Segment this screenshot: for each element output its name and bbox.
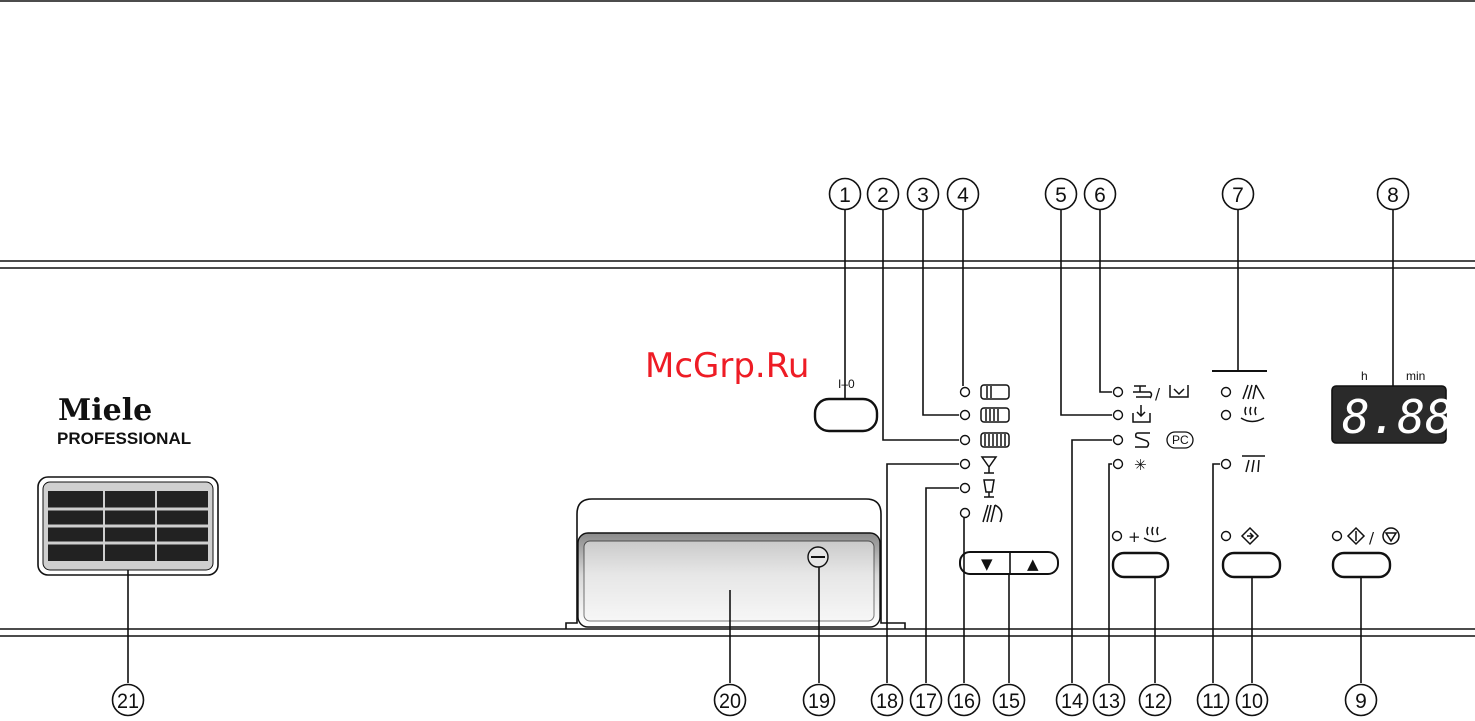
- tank-icon: [1170, 385, 1188, 397]
- stop-icon: [1383, 528, 1399, 544]
- svg-text:11: 11: [1202, 690, 1224, 713]
- compartment-flap[interactable]: [566, 499, 905, 629]
- callout-1: 1: [830, 179, 861, 210]
- callout-10: 10: [1237, 685, 1268, 716]
- rinse-icon: [1242, 456, 1265, 472]
- arrow-up-icon: ▲: [1027, 555, 1039, 573]
- callout-19: 19: [804, 685, 835, 716]
- svg-text:18: 18: [876, 690, 898, 713]
- callout-6: 6: [1085, 179, 1116, 210]
- svg-text:12: 12: [1144, 690, 1166, 713]
- svg-text:14: 14: [1061, 690, 1083, 713]
- led-program-3: [961, 411, 970, 420]
- callout-11: 11: [1198, 685, 1229, 716]
- medium-load-icon: [981, 408, 1009, 422]
- salt-icon: [1135, 433, 1150, 447]
- svg-text:19: 19: [808, 690, 830, 713]
- vent-grille: [38, 477, 218, 575]
- callout-18: 18: [872, 685, 903, 716]
- callout-16: 16: [949, 685, 980, 716]
- svg-text:5: 5: [1055, 184, 1067, 207]
- steam-icon: [1241, 407, 1264, 422]
- svg-text:20: 20: [719, 690, 741, 713]
- led-program-18: [961, 460, 970, 469]
- brand-logo: Miele: [58, 393, 152, 428]
- pc-label: PC: [1172, 433, 1189, 447]
- led-drying-2: [1222, 411, 1231, 420]
- led-start-stop: [1333, 532, 1342, 541]
- svg-text:17: 17: [915, 690, 937, 713]
- arrow-down-icon: ▼: [981, 555, 993, 573]
- callout-3: 3: [908, 179, 939, 210]
- power-label: I–0: [838, 377, 855, 391]
- minutes-label: min: [1406, 369, 1425, 383]
- power-button[interactable]: [815, 399, 877, 431]
- led-water-5: [1114, 411, 1123, 420]
- delay-start-button[interactable]: [1223, 553, 1280, 577]
- svg-text:4: 4: [957, 184, 969, 207]
- snowflake-icon: ✳: [1134, 456, 1147, 474]
- svg-text:21: 21: [117, 690, 139, 713]
- led-extra-dry: [1113, 532, 1122, 541]
- flap-release-button[interactable]: [808, 547, 828, 567]
- hours-label: h: [1361, 369, 1368, 383]
- led-program-4: [961, 388, 970, 397]
- callout-20: 20: [715, 685, 746, 716]
- heavy-load-icon: [981, 433, 1009, 447]
- callout-17: 17: [911, 685, 942, 716]
- svg-text:13: 13: [1098, 690, 1120, 713]
- callout-12: 12: [1140, 685, 1171, 716]
- led-spray-11: [1222, 460, 1231, 469]
- tap-icon: [1133, 386, 1152, 398]
- spray-glass-icon: [983, 505, 1002, 522]
- svg-text:9: 9: [1355, 690, 1367, 713]
- led-program-17: [961, 484, 970, 493]
- callout-13: 13: [1094, 685, 1125, 716]
- svg-text:16: 16: [953, 690, 975, 713]
- callout-15: 15: [994, 685, 1025, 716]
- svg-text:3: 3: [917, 184, 929, 207]
- time-display-value: 8.88: [1342, 390, 1453, 444]
- light-load-icon: [981, 385, 1009, 399]
- led-program-2: [961, 436, 970, 445]
- slash-1: /: [1155, 385, 1161, 403]
- led-program-16: [961, 509, 970, 518]
- callout-21: 21: [113, 685, 144, 716]
- led-drying-1: [1222, 388, 1231, 397]
- led-delay-start: [1222, 532, 1231, 541]
- led-cool-13: [1114, 460, 1123, 469]
- callout-8: 8: [1378, 179, 1409, 210]
- wine-glass-icon: [982, 457, 996, 473]
- svg-text:10: 10: [1241, 690, 1263, 713]
- callout-7: 7: [1223, 179, 1254, 210]
- delay-start-icon: [1242, 528, 1258, 544]
- svg-text:7: 7: [1232, 184, 1244, 207]
- brand-line: PROFESSIONAL: [57, 429, 191, 448]
- svg-text:8: 8: [1387, 184, 1399, 207]
- watermark: McGrp.Ru: [645, 346, 809, 386]
- callout-4: 4: [948, 179, 979, 210]
- refill-icon: [1133, 405, 1150, 422]
- svg-text:15: 15: [998, 690, 1020, 713]
- svg-text:6: 6: [1094, 184, 1106, 207]
- extra-drying-button[interactable]: [1113, 553, 1168, 577]
- led-water-6: [1114, 388, 1123, 397]
- svg-text:1: 1: [839, 184, 851, 207]
- callout-9: 9: [1346, 685, 1377, 716]
- pc-badge: PC: [1167, 432, 1193, 448]
- svg-text:2: 2: [877, 184, 889, 207]
- callout-5: 5: [1046, 179, 1077, 210]
- plus-sign: +: [1128, 528, 1141, 546]
- start-stop-button[interactable]: [1333, 553, 1390, 577]
- slash-2: /: [1369, 529, 1375, 547]
- beer-glass-icon: [984, 480, 994, 497]
- start-icon: [1348, 528, 1364, 544]
- extra-drying-icon: [1144, 527, 1166, 542]
- callout-14: 14: [1057, 685, 1088, 716]
- led-salt-14: [1114, 436, 1123, 445]
- spray-arms-icon: [1243, 385, 1264, 399]
- callout-2: 2: [868, 179, 899, 210]
